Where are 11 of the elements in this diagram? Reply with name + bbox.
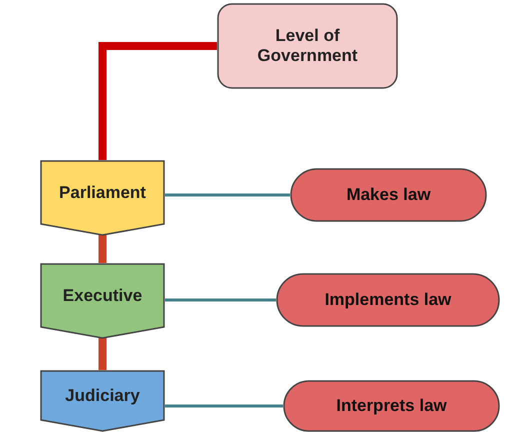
node-label: Interprets law (336, 396, 447, 416)
connector-line (98, 42, 217, 160)
node-label: Judiciary (65, 386, 140, 406)
connector-line (165, 404, 283, 408)
node-label: Level of Government (256, 26, 359, 66)
node-label: Parliament (59, 183, 146, 203)
node-label: Executive (62, 286, 142, 306)
connector-line (165, 298, 276, 302)
node-label: Makes law (346, 185, 431, 205)
node-label: Implements law (324, 290, 452, 310)
connector-line (165, 194, 290, 196)
